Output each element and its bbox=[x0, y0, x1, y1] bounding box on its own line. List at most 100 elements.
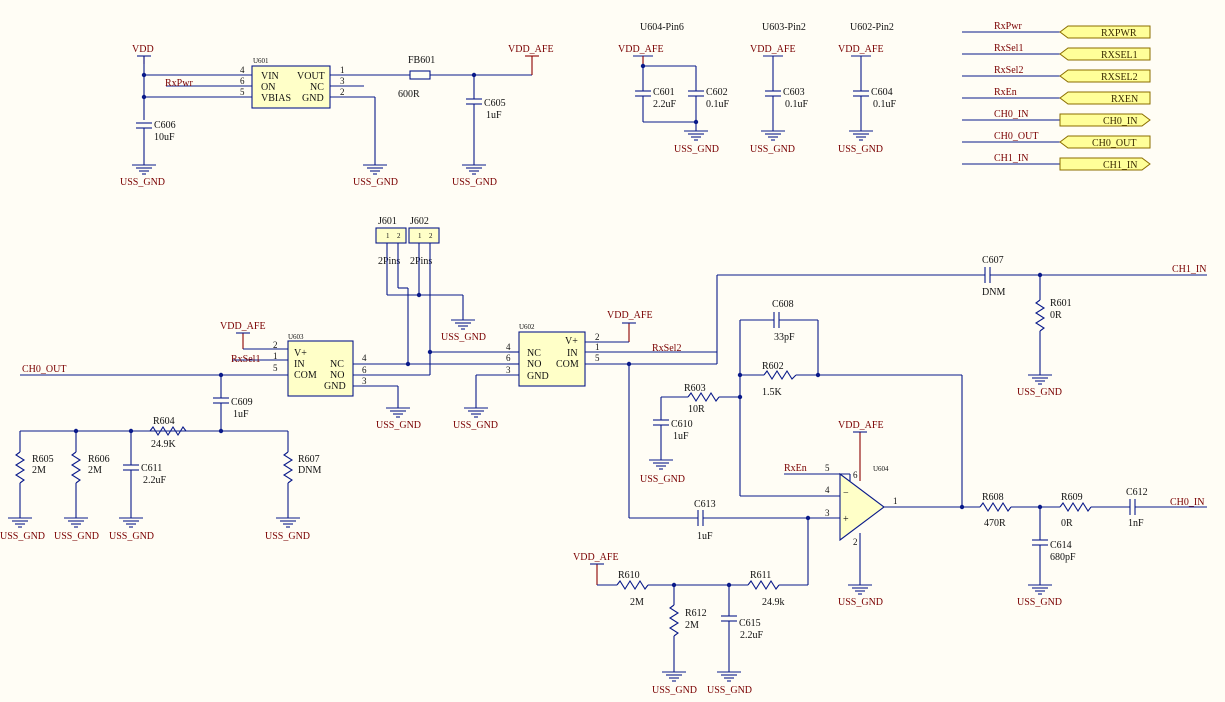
c606-ref: C606 bbox=[154, 120, 176, 131]
u602-pin-com: COM bbox=[556, 359, 579, 370]
ch1-in-net-label: CH1_IN bbox=[1172, 264, 1206, 275]
c601-value: 2.2uF bbox=[653, 99, 677, 110]
c614-ref: C614 bbox=[1050, 540, 1072, 551]
jumpers: J601 J602 1 2 1 2 2Pins 2Pins USS_GND bbox=[375, 216, 486, 364]
gnd-label: USS_GND bbox=[838, 597, 883, 608]
gnd-label: USS_GND bbox=[441, 332, 486, 343]
u604-pin4-num: 4 bbox=[825, 485, 830, 495]
u603-pin3-num: 3 bbox=[362, 376, 367, 386]
gnd-label: USS_GND bbox=[353, 177, 398, 188]
c605-value: 1uF bbox=[486, 110, 502, 121]
c615-value: 2.2uF bbox=[740, 630, 764, 641]
c606-value: 10uF bbox=[154, 132, 175, 143]
u604-pin3-num: 3 bbox=[825, 508, 830, 518]
port-rxen: RxEn RXEN bbox=[962, 87, 1151, 105]
u604-pin6-num: 6 bbox=[853, 470, 858, 480]
c610-ref: C610 bbox=[671, 419, 693, 430]
c611-value: 2.2uF bbox=[143, 475, 167, 486]
vdd-afe-label: VDD_AFE bbox=[838, 420, 884, 431]
u602-pin-gnd: GND bbox=[527, 371, 549, 382]
c604-ref: C604 bbox=[871, 87, 893, 98]
r607-ref: R607 bbox=[298, 454, 320, 465]
port-flag-label: RXEN bbox=[1111, 94, 1138, 105]
u603-section: VDD_AFE RxSel1 CH0_OUT U603 V+ IN COM NC… bbox=[0, 321, 508, 542]
r609-value: 0R bbox=[1061, 518, 1073, 529]
port-flag-label: CH1_IN bbox=[1103, 160, 1137, 171]
gnd-label: USS_GND bbox=[54, 531, 99, 542]
gnd-label: USS_GND bbox=[674, 144, 719, 155]
u601-pin-vbias: VBIAS bbox=[261, 93, 291, 104]
u603-pin2-label: U603-Pin2 bbox=[762, 22, 806, 33]
j602-ref: J602 bbox=[410, 216, 429, 227]
r611-value: 24.9k bbox=[762, 597, 785, 608]
port-net-label: RxEn bbox=[994, 87, 1017, 98]
j602-pin1: 1 bbox=[418, 232, 422, 240]
u603-pin6-num: 6 bbox=[362, 365, 367, 375]
c604-value: 0.1uF bbox=[873, 99, 897, 110]
u603-body bbox=[287, 340, 354, 397]
fb601-body bbox=[409, 70, 431, 80]
output-filter-section: R608 470R R609 0R C612 1nF CH0_IN C614 6… bbox=[979, 487, 1207, 608]
j602-pin2: 2 bbox=[429, 232, 433, 240]
u601-pin1-num: 1 bbox=[340, 65, 345, 75]
u603-pin-no: NO bbox=[330, 370, 344, 381]
port-ch1-in: CH1_IN CH1_IN bbox=[962, 153, 1151, 171]
vdd-afe-label: VDD_AFE bbox=[618, 44, 664, 55]
u603-pin-nc: NC bbox=[330, 359, 344, 370]
u601-pin6-num: 6 bbox=[240, 76, 245, 86]
u604-pin5-num: 5 bbox=[825, 463, 830, 473]
vdd-afe-label: VDD_AFE bbox=[607, 310, 653, 321]
u602-section: U602 NC NO GND V+ IN COM 4 6 3 2 1 5 USS… bbox=[453, 275, 718, 519]
r605-ref: R605 bbox=[32, 454, 54, 465]
u604-pin1-num: 1 bbox=[893, 496, 898, 506]
gnd-label: USS_GND bbox=[109, 531, 154, 542]
r603-value: 10R bbox=[688, 404, 705, 415]
u604-pin2-num: 2 bbox=[853, 537, 858, 547]
r607-value: DNM bbox=[298, 465, 321, 476]
c602-value: 0.1uF bbox=[706, 99, 730, 110]
u602-pin6-num: 6 bbox=[506, 353, 511, 363]
u602-pin-in: IN bbox=[567, 348, 578, 359]
j601-value: 2Pins bbox=[378, 256, 400, 267]
rxsel1-net-label: RxSel1 bbox=[231, 354, 260, 365]
r604-value: 24.9K bbox=[151, 439, 177, 450]
u603-pin1-num: 1 bbox=[273, 351, 278, 361]
u602-pin2-label: U602-Pin2 bbox=[850, 22, 894, 33]
u601-pin3-num: 3 bbox=[340, 76, 345, 86]
ch1-input-section: C607 DNM CH1_IN R601 0R USS_GND bbox=[717, 255, 1207, 398]
r601-ref: R601 bbox=[1050, 298, 1072, 309]
gnd-label: USS_GND bbox=[452, 177, 497, 188]
vdd-afe-label: VDD_AFE bbox=[750, 44, 796, 55]
c608-ref: C608 bbox=[772, 299, 794, 310]
c603-ref: C603 bbox=[783, 87, 805, 98]
u603-pin2-num: 2 bbox=[273, 340, 278, 350]
u601-ref: U601 bbox=[253, 57, 269, 65]
port-net-label: RxSel2 bbox=[994, 65, 1023, 76]
r608-ref: R608 bbox=[982, 492, 1004, 503]
ch0-in-net-label: CH0_IN bbox=[1170, 497, 1204, 508]
r604-ref: R604 bbox=[153, 416, 175, 427]
c603-value: 0.1uF bbox=[785, 99, 809, 110]
port-flags: RxPwr RXPWR RxSel1 RXSEL1 RxSel2 RXSEL2 … bbox=[962, 21, 1151, 171]
rxen-net-label: RxEn bbox=[784, 463, 807, 474]
vdd-label: VDD bbox=[132, 44, 154, 55]
u601-pin2-num: 2 bbox=[340, 87, 345, 97]
gnd-label: USS_GND bbox=[265, 531, 310, 542]
gnd-label: USS_GND bbox=[453, 420, 498, 431]
decoupling-section: U604-Pin6 U603-Pin2 U602-Pin2 VDD_AFE C6… bbox=[618, 22, 897, 155]
gnd-label: USS_GND bbox=[838, 144, 883, 155]
c612-ref: C612 bbox=[1126, 487, 1148, 498]
port-flag-label: CH0_OUT bbox=[1092, 138, 1136, 149]
c607-ref: C607 bbox=[982, 255, 1004, 266]
gnd-label: USS_GND bbox=[1017, 597, 1062, 608]
u603-pin-vplus: V+ bbox=[294, 348, 307, 359]
u603-pin-com: COM bbox=[294, 370, 317, 381]
port-flag-label: RXSEL1 bbox=[1101, 50, 1138, 61]
c602-ref: C602 bbox=[706, 87, 728, 98]
ch0-out-net-label: CH0_OUT bbox=[22, 364, 66, 375]
u604-opamp-body bbox=[839, 472, 885, 542]
r606-value: 2M bbox=[88, 465, 102, 476]
c609-value: 1uF bbox=[233, 409, 249, 420]
u601-pin5-num: 5 bbox=[240, 87, 245, 97]
